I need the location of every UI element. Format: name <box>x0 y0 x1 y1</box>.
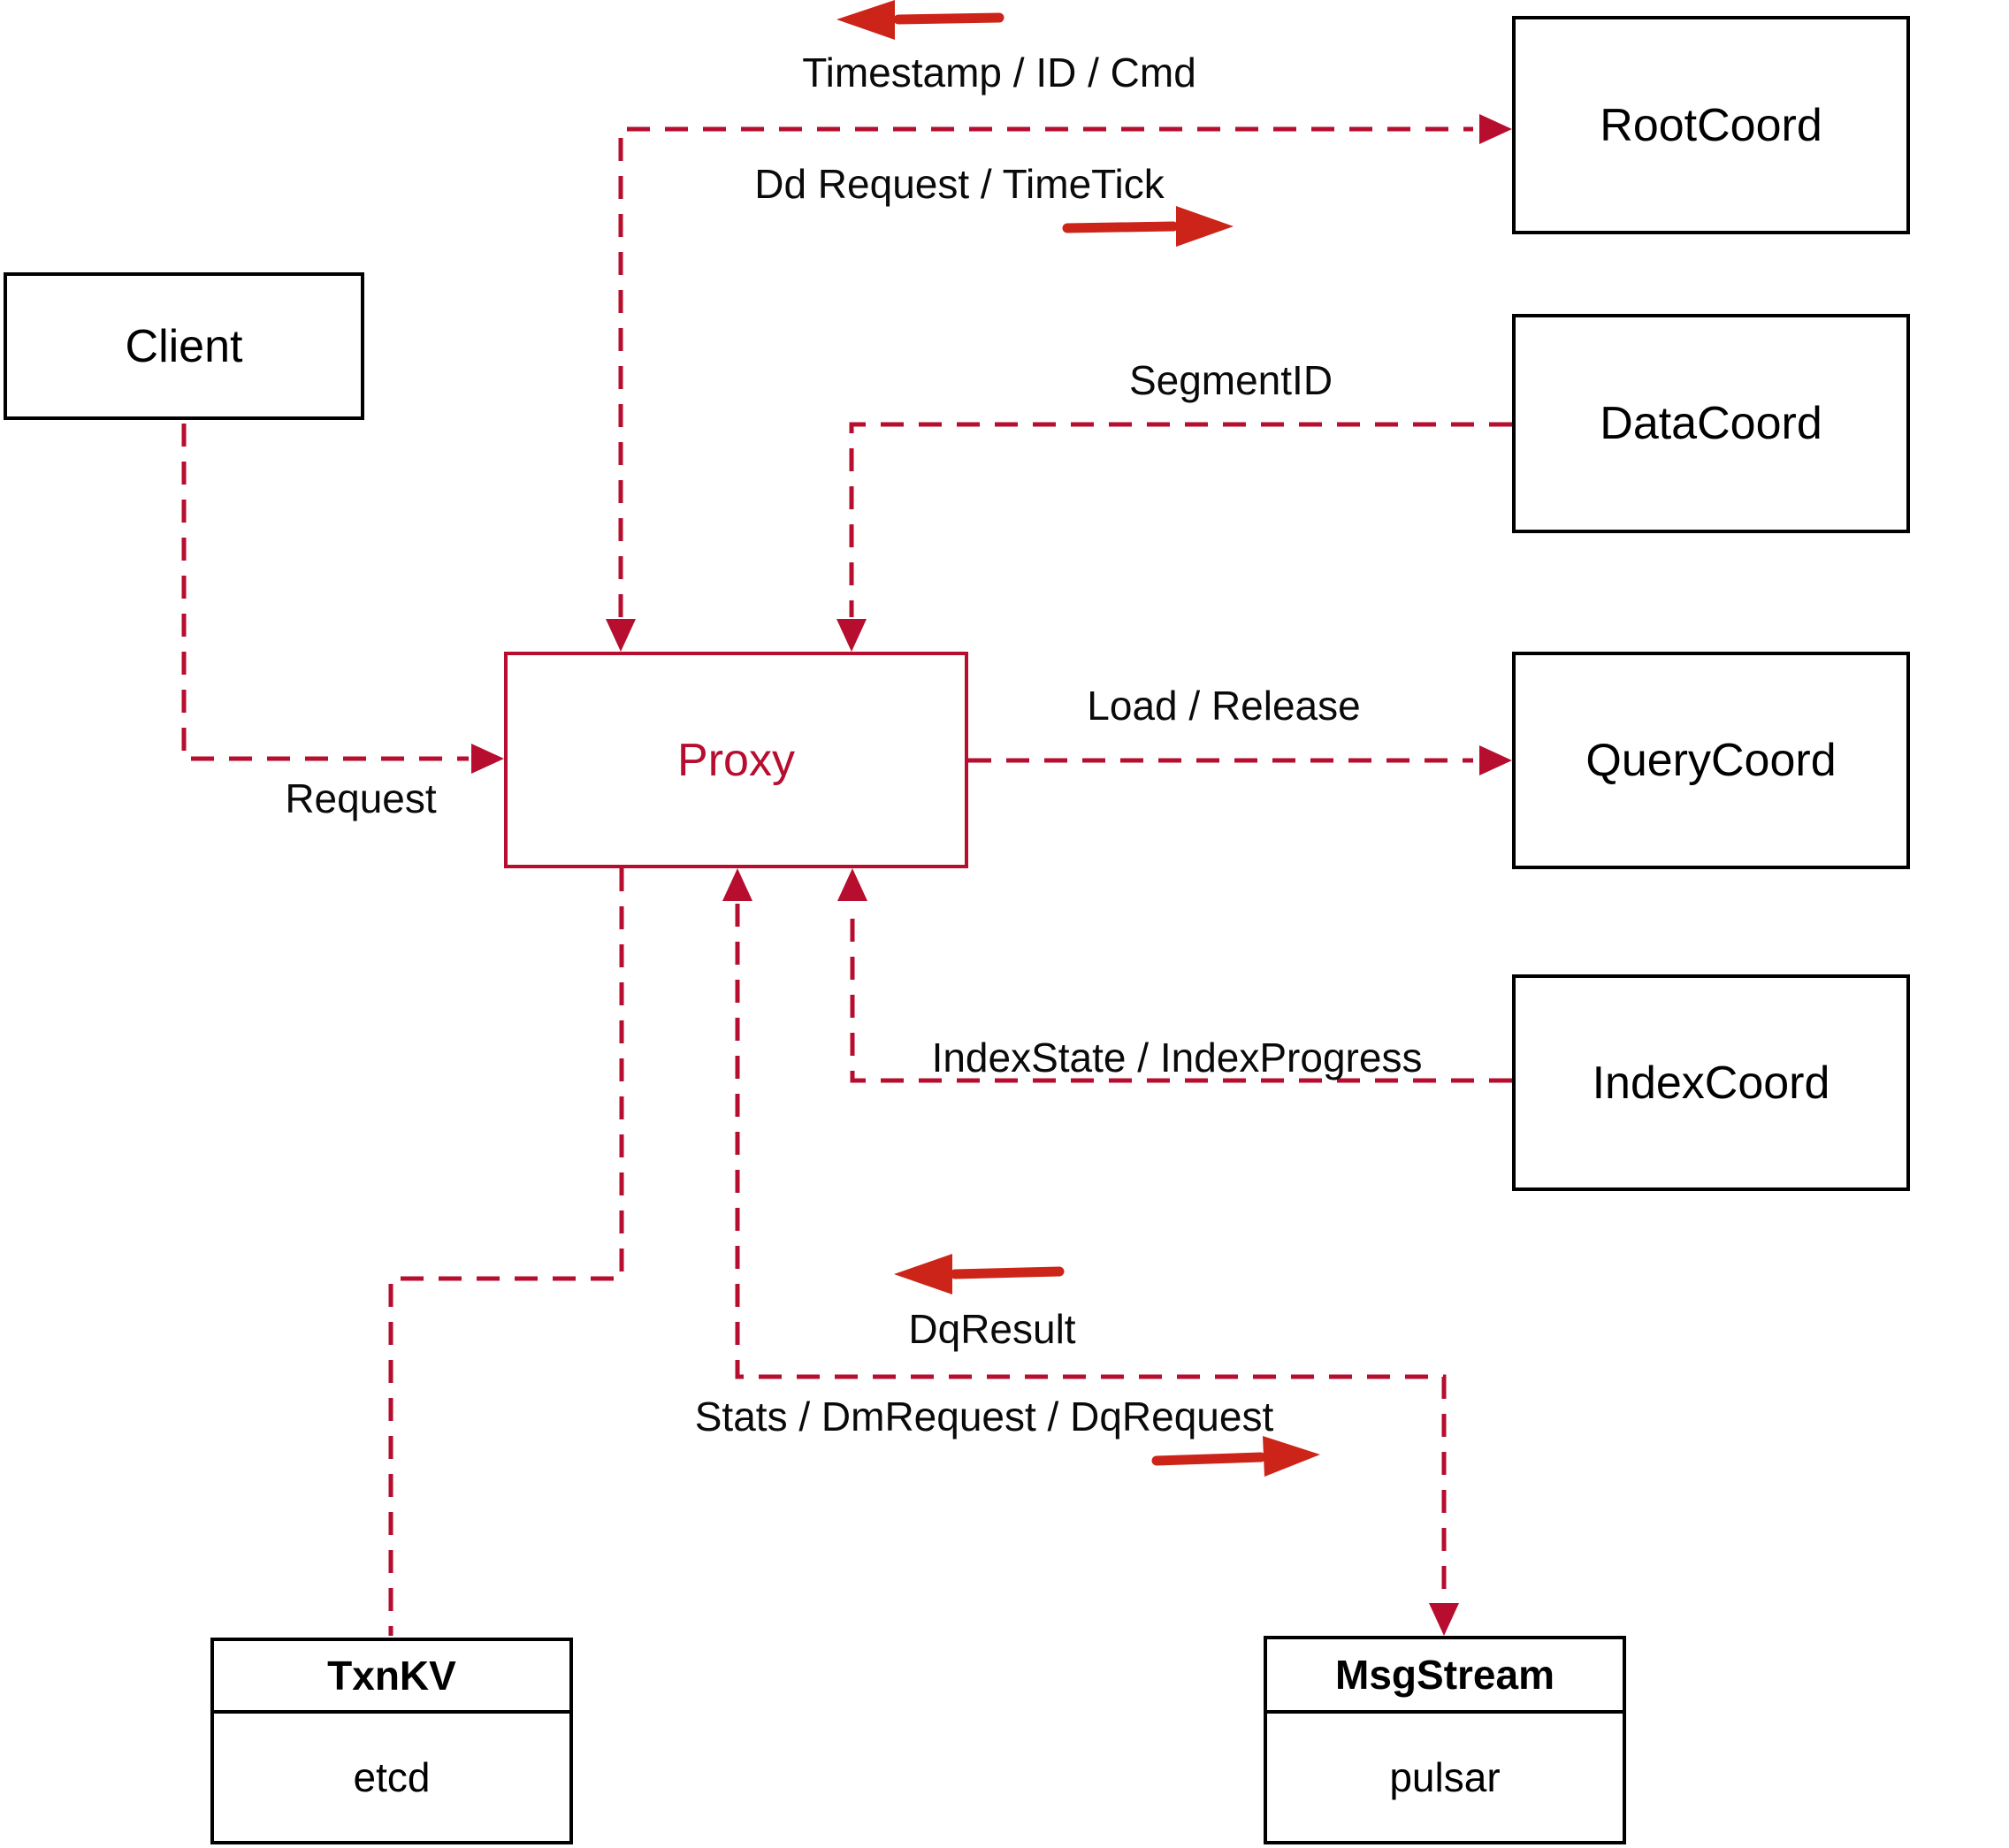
arrowhead-into-proxy-left <box>471 744 504 774</box>
edge-label-request: Request <box>285 775 437 821</box>
arrowhead-into-querycoord <box>1479 745 1512 775</box>
edge-label-stats-dm-dq: Stats / DmRequest / DqRequest <box>694 1394 1274 1439</box>
edge-label-dd-request-timetick: Dd Request / TimeTick <box>754 161 1165 207</box>
arrow-right-stats <box>1151 1436 1320 1477</box>
node-rootcoord: RootCoord <box>1512 16 1910 234</box>
edge-client-proxy <box>181 424 469 761</box>
arrowhead-into-proxy-bottom-indexcoord <box>837 868 867 901</box>
node-querycoord: QueryCoord <box>1512 652 1910 869</box>
node-indexcoord: IndexCoord <box>1512 974 1910 1191</box>
arrowhead-into-proxy-top-datacoord <box>836 619 867 652</box>
node-querycoord-label: QueryCoord <box>1585 735 1837 786</box>
edge-proxy-txnkv <box>388 868 624 1636</box>
node-proxy-label: Proxy <box>677 734 795 786</box>
edge-indexcoord-proxy <box>850 904 1512 1083</box>
arrow-right-dd-request <box>1062 206 1234 247</box>
node-datacoord: DataCoord <box>1512 314 1910 533</box>
node-datacoord-label: DataCoord <box>1600 398 1822 449</box>
node-client: Client <box>4 272 364 420</box>
node-msgstream-subtitle: pulsar <box>1389 1754 1501 1800</box>
arrowhead-into-msgstream <box>1429 1603 1459 1636</box>
edge-label-timestamp-id-cmd: Timestamp / ID / Cmd <box>802 50 1196 95</box>
node-rootcoord-label: RootCoord <box>1600 99 1822 151</box>
node-txnkv: TxnKV etcd <box>210 1638 573 1844</box>
edge-proxy-msgstream <box>735 904 1447 1600</box>
arrowhead-into-proxy-bottom-msgstream <box>722 868 752 901</box>
arrowhead-into-rootcoord <box>1479 114 1512 144</box>
edge-label-segment-id: SegmentID <box>1128 357 1333 403</box>
edge-proxy-rootcoord <box>618 126 1473 617</box>
edge-label-load-release: Load / Release <box>1087 683 1361 729</box>
node-client-label: Client <box>125 320 243 372</box>
node-proxy: Proxy <box>504 652 968 868</box>
node-txnkv-title: TxnKV <box>214 1641 569 1714</box>
edge-label-dq-result: DqResult <box>908 1306 1076 1352</box>
edge-label-index-state-progress: IndexState / IndexProgress <box>931 1035 1423 1081</box>
arrow-left-timestamp <box>836 0 1004 40</box>
node-txnkv-subtitle: etcd <box>353 1754 431 1800</box>
direction-arrows <box>836 0 1320 1477</box>
node-indexcoord-label: IndexCoord <box>1592 1057 1830 1109</box>
edge-datacoord-proxy <box>849 422 1512 617</box>
arrowhead-into-proxy-top-rootcoord <box>606 619 636 652</box>
arrow-left-dq-result <box>894 1254 1065 1294</box>
node-msgstream-title: MsgStream <box>1267 1639 1623 1714</box>
node-msgstream: MsgStream pulsar <box>1264 1636 1626 1844</box>
